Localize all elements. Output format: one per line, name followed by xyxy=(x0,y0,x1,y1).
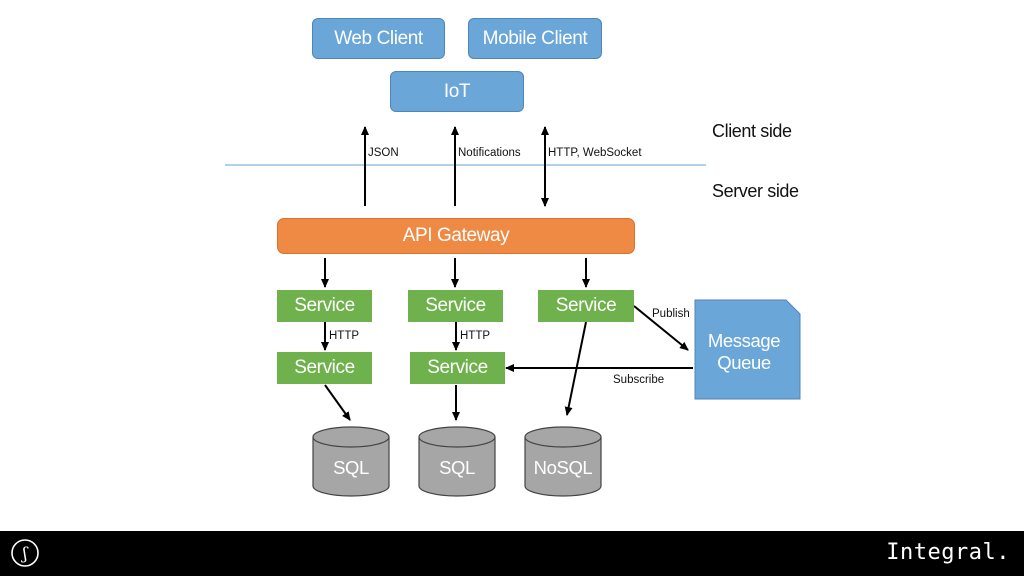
brand-name: Integral. xyxy=(886,540,1010,565)
message-queue-line2: Queue xyxy=(717,352,771,373)
notifications-label: Notifications xyxy=(458,147,521,159)
service-to-sql-1-arrow xyxy=(324,384,351,421)
server-side-label: Server side xyxy=(712,181,799,201)
svg-text:ʃ: ʃ xyxy=(21,544,29,564)
message-queue-label: Message Queue xyxy=(694,330,794,374)
iot-box: IoT xyxy=(390,71,524,112)
sql-label-1: SQL xyxy=(333,457,369,478)
http-label-2: HTTP xyxy=(460,330,491,342)
web-client-box: Web Client xyxy=(312,18,445,59)
diagram-connectors xyxy=(225,126,801,497)
integral-logo-icon: ʃ xyxy=(11,539,39,567)
http-label-1: HTTP xyxy=(329,330,360,342)
publish-arrow xyxy=(633,305,689,351)
json-label: JSON xyxy=(368,147,399,159)
sql-label-2: SQL xyxy=(439,457,475,478)
mobile-client-box: Mobile Client xyxy=(468,18,602,59)
service-box-4: Service xyxy=(277,352,372,384)
message-queue-shape xyxy=(694,299,801,400)
service-box-3: Service xyxy=(538,290,634,322)
client-side-label: Client side xyxy=(712,121,792,141)
subscribe-label: Subscribe xyxy=(613,374,665,386)
publish-label: Publish xyxy=(652,308,690,320)
service-box-5: Service xyxy=(410,352,505,384)
message-queue-line1: Message xyxy=(707,330,781,351)
service-box-2: Service xyxy=(408,290,503,322)
nosql-database xyxy=(524,426,602,497)
footer-bar: ʃ Integral. xyxy=(0,531,1024,576)
sql-database-2 xyxy=(418,426,496,497)
api-gateway-box: API Gateway xyxy=(277,218,635,254)
http-websocket-label: HTTP, WebSocket xyxy=(548,147,642,159)
sql-database-1 xyxy=(312,426,390,497)
service-box-1: Service xyxy=(277,290,372,322)
nosql-label: NoSQL xyxy=(533,457,593,478)
